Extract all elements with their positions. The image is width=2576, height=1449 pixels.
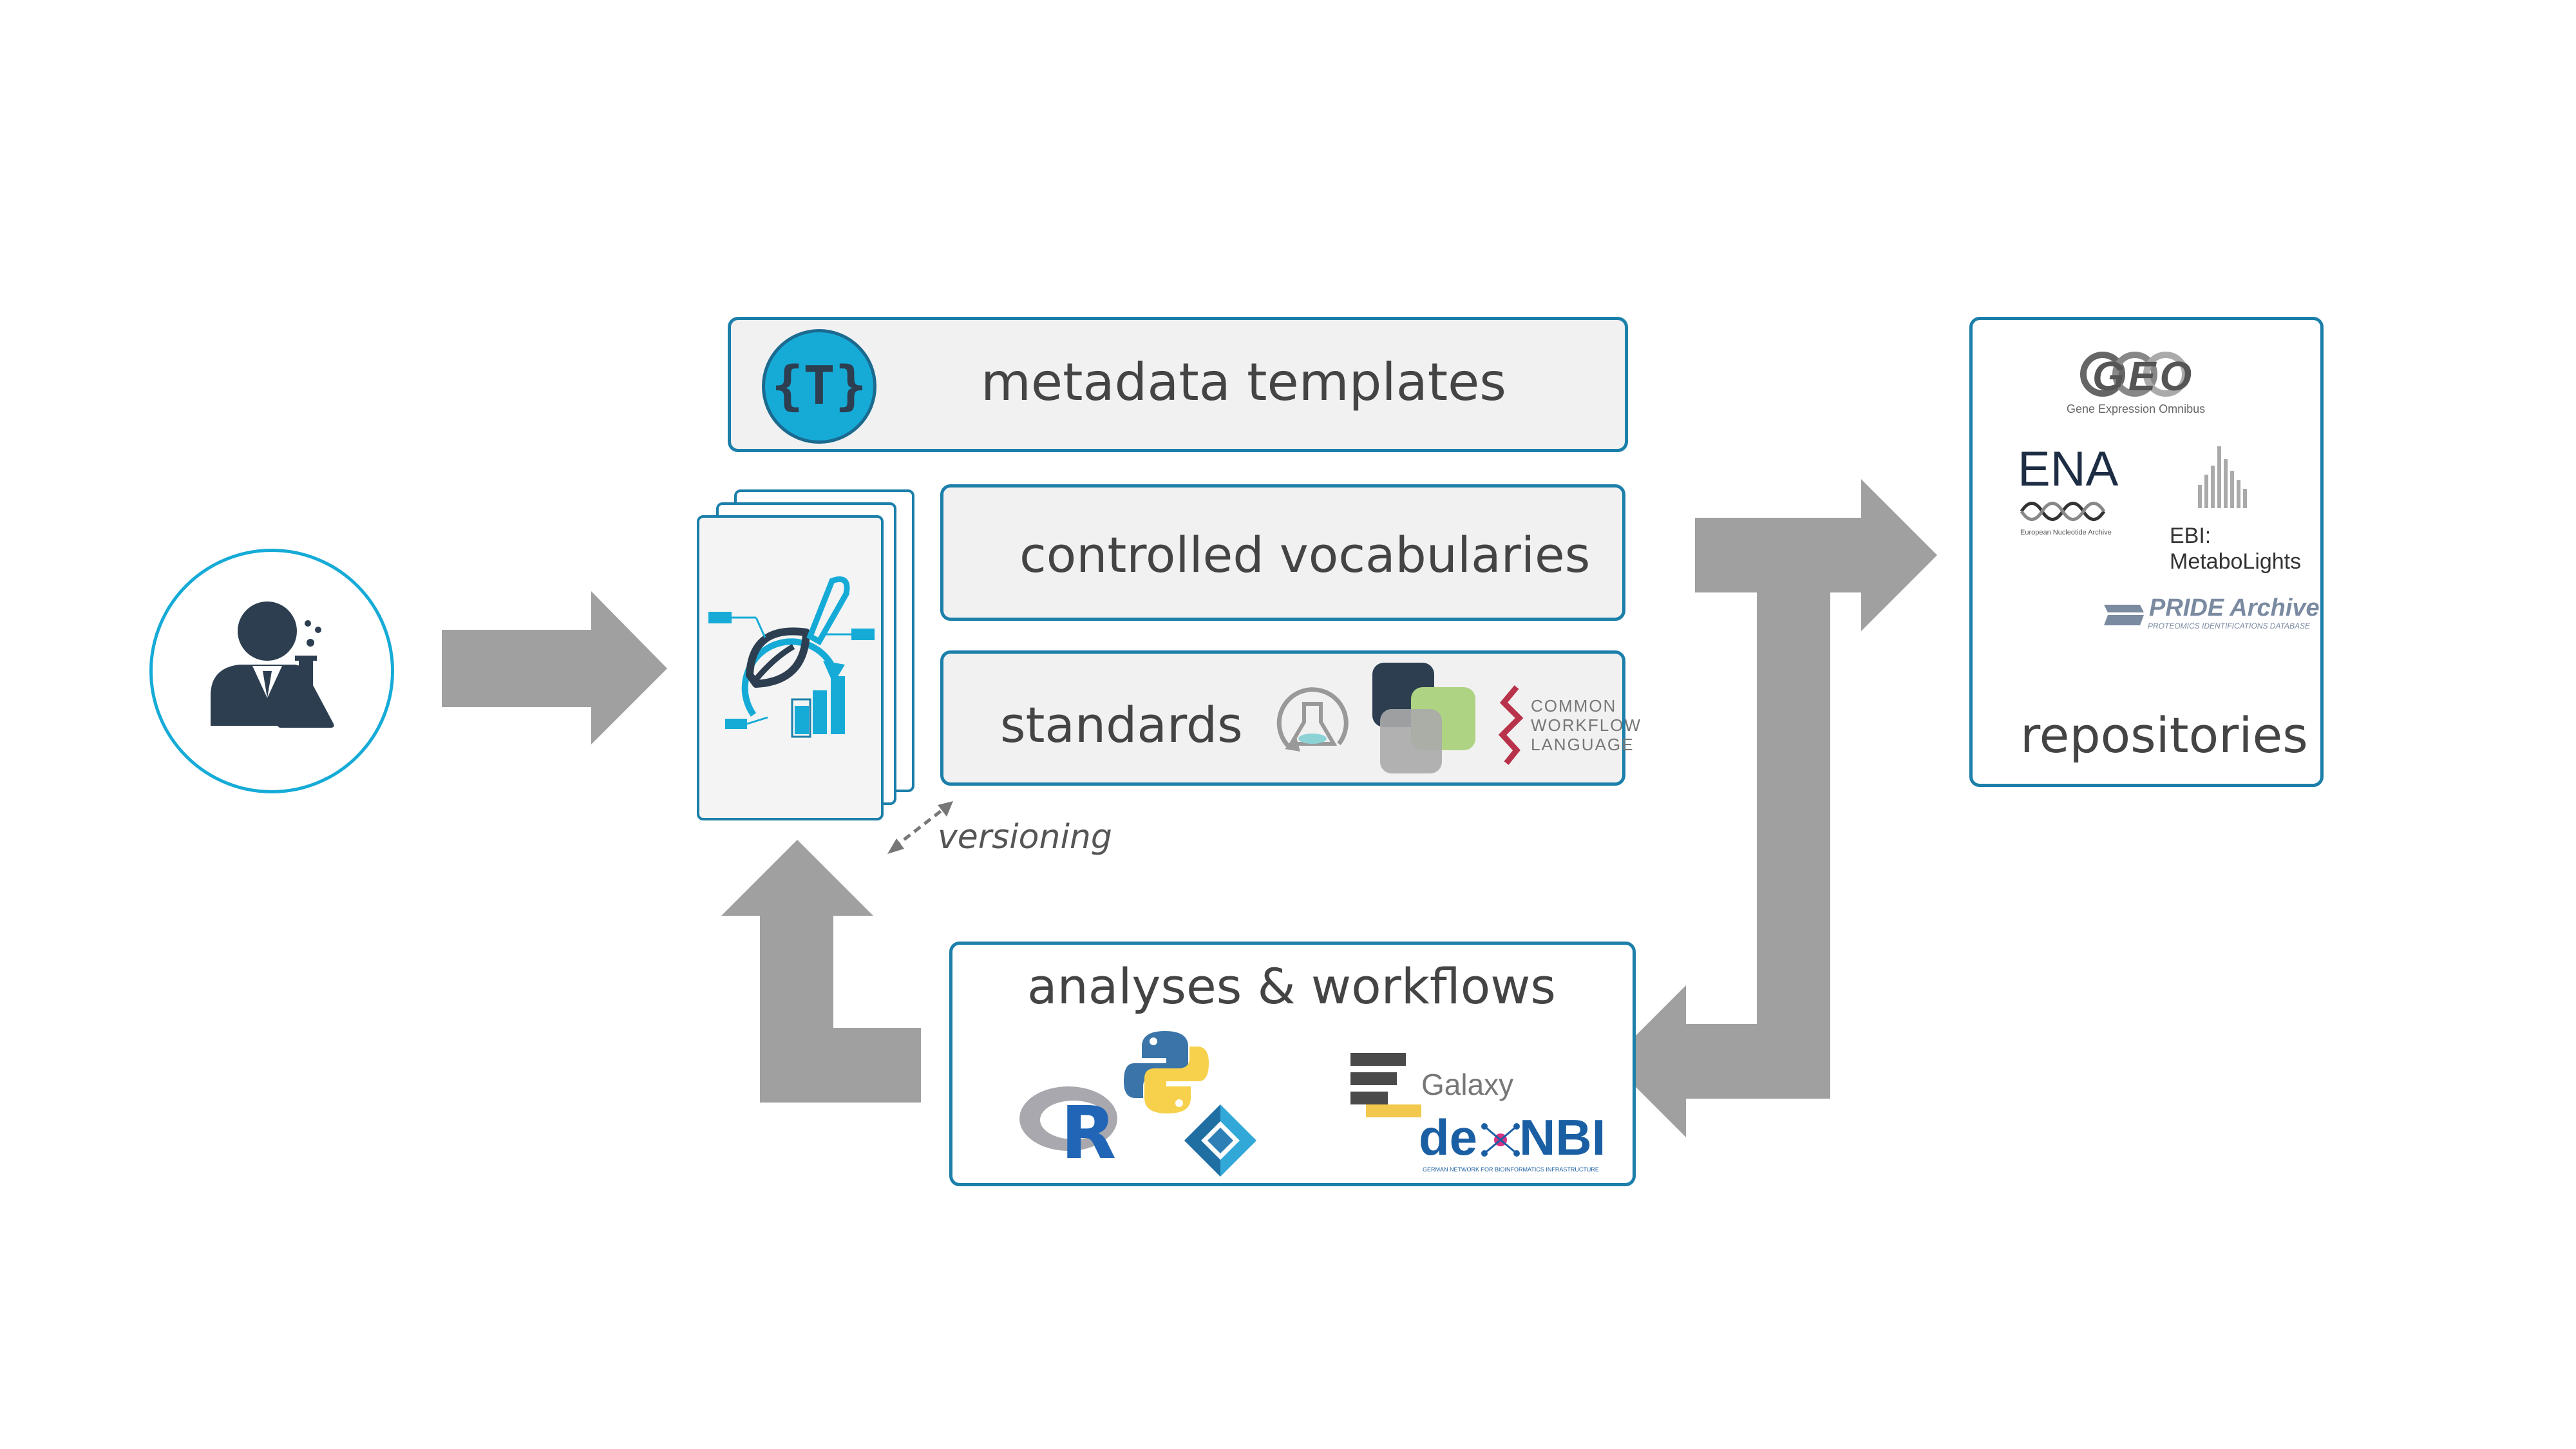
template-badge-text: {T}: [771, 355, 867, 417]
fsharp-logo-icon: [1184, 1104, 1256, 1177]
denbi-suffix: NBI: [1519, 1109, 1606, 1166]
pride-logo-icon: [2104, 605, 2144, 625]
repositories-box: GEO Gene Expression Omnibus ENA European…: [1969, 317, 2324, 787]
denbi-sub: GERMAN NETWORK FOR BIOINFORMATICS INFRAS…: [1423, 1166, 1599, 1173]
metadata-templates-box: {T} metadata templates: [728, 317, 1628, 452]
r-logo-icon: [1019, 1086, 1117, 1151]
geo-logo-text: GEO: [2092, 353, 2196, 399]
geo-name: Gene Expression Omnibus: [2067, 402, 2206, 415]
arrow-feedback-up: [721, 840, 921, 1103]
standards-label: standards: [1000, 696, 1243, 753]
metabolights-spectrum-icon: [2198, 446, 2247, 508]
annotated-document-stack-icon: [697, 489, 929, 824]
ena-wave-icon: [2020, 502, 2106, 521]
metabolights-line1: EBI:: [2170, 524, 2211, 548]
r-logo-letter: R: [1061, 1092, 1117, 1175]
galaxy-logo-icon: [1350, 1053, 1421, 1117]
controlled-vocabularies-box: controlled vocabularies: [940, 484, 1625, 621]
ena-logo-text: ENA: [2018, 442, 2119, 497]
analyses-workflows-box: analyses & workflows R Galaxy de NBI GER: [949, 942, 1636, 1186]
denbi-prefix: de: [1419, 1109, 1478, 1166]
galaxy-label: Galaxy: [1421, 1068, 1514, 1101]
cwl-line3: LANGUAGE: [1531, 735, 1634, 754]
arrow-to-repositories: [1610, 479, 1937, 1137]
ena-name: European Nucleotide Archive: [2020, 529, 2112, 536]
repositories-label: repositories: [2020, 706, 2308, 764]
template-badge-icon: {T}: [762, 329, 876, 444]
leaf-annotation-icon: [708, 576, 875, 738]
cwl-logo-icon: [1498, 685, 1524, 765]
analyses-workflows-label: analyses & workflows: [1027, 958, 1556, 1015]
geo-logo-icon: [2080, 352, 2188, 397]
overlapping-squares-logo-icon: [1372, 663, 1475, 773]
scientist-icon: [211, 601, 334, 728]
metabolights-line2: MetaboLights: [2170, 549, 2302, 574]
cwl-line2: WORKFLOW: [1531, 715, 1642, 735]
denbi-network-icon: [1481, 1123, 1520, 1157]
versioning-label: versioning: [938, 818, 1112, 857]
standards-box: standards COMMON WORKFLOW LANGUAGE: [940, 650, 1640, 786]
python-logo-icon: [1124, 1031, 1209, 1113]
pride-sub: PROTEOMICS IDENTIFICATIONS DATABASE: [2148, 621, 2311, 630]
metadata-templates-label: metadata templates: [981, 352, 1506, 412]
pride-logo-text: PRIDE Archive: [2149, 594, 2320, 621]
arrow-right-input: [442, 591, 667, 744]
versioning-arrow-icon: [887, 801, 953, 854]
controlled-vocabularies-label: controlled vocabularies: [1019, 526, 1591, 583]
scientist-circle: [149, 549, 394, 793]
cwl-line1: COMMON: [1531, 696, 1617, 715]
lab-flask-cycle-icon: [1276, 687, 1349, 752]
